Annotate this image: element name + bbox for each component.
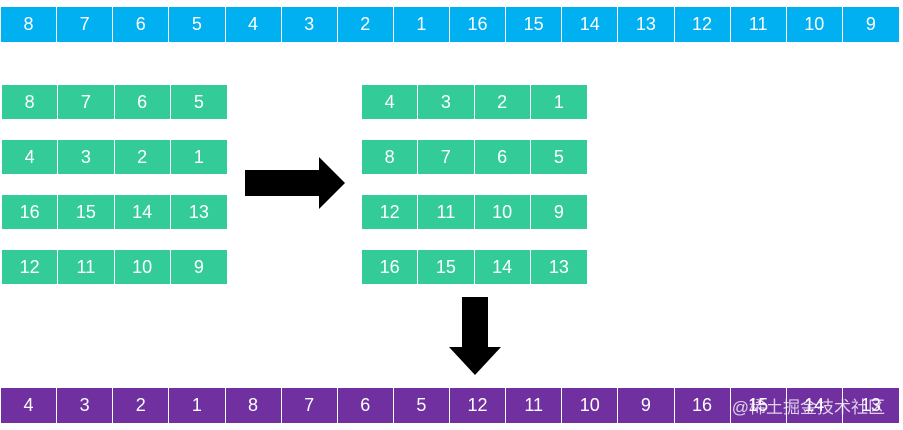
right-grid-cell: 2 bbox=[475, 85, 531, 119]
right-grid-row: 16 15 14 13 bbox=[362, 250, 587, 284]
input-cell: 12 bbox=[675, 7, 731, 42]
output-cell: 4 bbox=[1, 388, 58, 423]
left-grid-cell: 1 bbox=[193, 146, 204, 167]
right-grid-cell: 8 bbox=[362, 140, 419, 174]
left-grid-cell: 16 bbox=[2, 195, 59, 229]
right-grid-cell: 4 bbox=[362, 85, 419, 119]
watermark-text: @稀土掘金技术社区 bbox=[731, 398, 885, 417]
input-cell: 9 bbox=[865, 14, 876, 34]
left-grid-cell: 13 bbox=[188, 201, 209, 222]
right-grid-row: 12 11 10 9 bbox=[362, 195, 587, 229]
input-cell: 16 bbox=[450, 7, 507, 42]
output-cell: 2 bbox=[113, 388, 170, 423]
output-cell: 14 bbox=[787, 388, 843, 423]
output-cell: 3 bbox=[57, 388, 114, 423]
arrow-right-icon bbox=[245, 157, 345, 209]
right-grid-row: 4 3 2 1 bbox=[362, 85, 587, 119]
arrow-down-icon bbox=[449, 297, 501, 375]
left-grid-cell: 4 bbox=[2, 140, 59, 174]
left-grid-cell: 7 bbox=[58, 85, 115, 119]
left-grid-cell: 14 bbox=[115, 195, 171, 229]
output-cell: 7 bbox=[282, 388, 338, 423]
output-cell: 12 bbox=[450, 388, 507, 423]
output-cell: 9 bbox=[618, 388, 675, 423]
left-grid-cell: 2 bbox=[115, 140, 171, 174]
output-cell: 10 bbox=[562, 388, 619, 423]
right-grid-cell: 5 bbox=[553, 146, 564, 167]
input-cell: 1 bbox=[394, 7, 450, 42]
left-grid-cell: 3 bbox=[58, 140, 115, 174]
left-grid-cell: 11 bbox=[58, 250, 115, 284]
left-grid-cell: 10 bbox=[115, 250, 171, 284]
right-grid-cell: 14 bbox=[475, 250, 531, 284]
input-cell: 10 bbox=[787, 7, 843, 42]
right-grid-cell: 9 bbox=[553, 201, 564, 222]
left-grid-cell: 6 bbox=[115, 85, 171, 119]
right-grid-cell: 16 bbox=[362, 250, 419, 284]
input-cell: 5 bbox=[169, 7, 226, 42]
left-grid-cell: 15 bbox=[58, 195, 115, 229]
right-grid-cell: 12 bbox=[362, 195, 419, 229]
right-grid-cell: 10 bbox=[475, 195, 531, 229]
right-grid-cell: 11 bbox=[418, 195, 475, 229]
input-cell: 4 bbox=[226, 7, 282, 42]
right-grid-cell: 7 bbox=[418, 140, 475, 174]
input-cell: 11 bbox=[731, 7, 787, 42]
output-cell: 13 bbox=[860, 395, 881, 415]
output-cell: 8 bbox=[226, 388, 282, 423]
input-cell: 3 bbox=[282, 7, 338, 42]
output-cell: 5 bbox=[394, 388, 450, 423]
left-grid-cell: 12 bbox=[2, 250, 59, 284]
input-cell: 15 bbox=[506, 7, 563, 42]
right-grid-cell: 13 bbox=[548, 256, 569, 277]
left-grid-row: 16 15 14 13 bbox=[2, 195, 227, 229]
right-grid-cell: 1 bbox=[553, 91, 564, 112]
left-grid-row: 4 3 2 1 bbox=[2, 140, 227, 174]
left-grid-row: 8 7 6 5 bbox=[2, 85, 227, 119]
left-grid-row: 12 11 10 9 bbox=[2, 250, 227, 284]
input-cell: 8 bbox=[1, 7, 58, 42]
input-cell: 6 bbox=[113, 7, 170, 42]
right-grid-cell: 15 bbox=[418, 250, 475, 284]
input-cell: 13 bbox=[618, 7, 675, 42]
output-cell: 6 bbox=[338, 388, 394, 423]
left-grid-cell: 8 bbox=[2, 85, 59, 119]
output-row: 4 3 2 1 8 7 6 5 12 11 10 9 16 15 14 13 bbox=[1, 388, 899, 423]
input-row: 8 7 6 5 4 3 2 1 16 15 14 13 12 11 10 9 bbox=[1, 7, 899, 42]
right-grid-cell: 3 bbox=[418, 85, 475, 119]
output-cell: 11 bbox=[506, 388, 563, 423]
output-cell: 16 bbox=[675, 388, 731, 423]
right-grid-row: 8 7 6 5 bbox=[362, 140, 587, 174]
right-grid-cell: 6 bbox=[475, 140, 531, 174]
input-cell: 7 bbox=[57, 7, 114, 42]
output-cell: 1 bbox=[169, 388, 226, 423]
input-cell: 2 bbox=[338, 7, 394, 42]
output-cell: 15 bbox=[731, 388, 787, 423]
left-grid-cell: 5 bbox=[193, 91, 204, 112]
input-cell: 14 bbox=[562, 7, 619, 42]
left-grid-cell: 9 bbox=[193, 256, 204, 277]
